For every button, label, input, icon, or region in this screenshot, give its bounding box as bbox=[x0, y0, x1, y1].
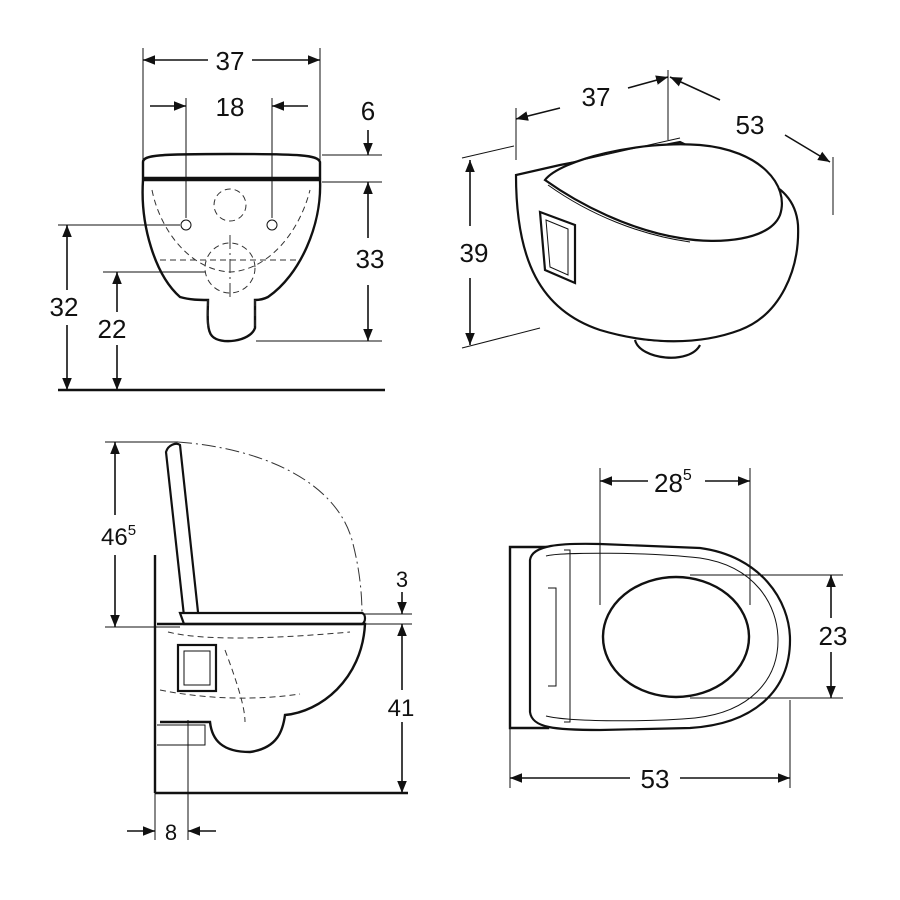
seat-gap-label: 3 bbox=[396, 567, 408, 592]
persp-height-label: 39 bbox=[460, 238, 489, 268]
front-view: 37 18 6 33 32 22 bbox=[50, 46, 385, 392]
total-depth-label: 53 bbox=[641, 764, 670, 794]
toilet-perspective bbox=[514, 137, 800, 359]
toilet-front-outline bbox=[141, 152, 322, 343]
lid-height-sup: 5 bbox=[128, 522, 136, 539]
outlet-height-label: 22 bbox=[98, 314, 127, 344]
fixing-spacing-label: 18 bbox=[216, 92, 245, 122]
seat-width-main: 28 bbox=[654, 468, 683, 498]
seat-opening bbox=[601, 575, 751, 699]
perspective-view: 37 53 39 bbox=[460, 70, 834, 359]
seat-width-label: 285 bbox=[654, 467, 692, 498]
toilet-top-outline bbox=[508, 542, 792, 732]
lid-height-main: 46 bbox=[101, 524, 128, 551]
seat-width-sup: 5 bbox=[683, 467, 692, 484]
opening-depth-label: 23 bbox=[819, 621, 848, 651]
top-view: 285 23 53 bbox=[508, 467, 848, 794]
side-view: 465 3 41 8 bbox=[101, 441, 415, 845]
fixing-height-label: 32 bbox=[50, 292, 79, 322]
lid-height-label: 465 bbox=[101, 522, 136, 551]
wall-offset-label: 8 bbox=[165, 820, 177, 845]
front-width-label: 37 bbox=[216, 46, 245, 76]
persp-depth-label: 53 bbox=[736, 110, 765, 140]
seat-thickness-label: 6 bbox=[361, 96, 375, 126]
persp-width-label: 37 bbox=[582, 82, 611, 112]
rim-height-label: 41 bbox=[388, 695, 415, 722]
body-height-label: 33 bbox=[356, 244, 385, 274]
toilet-side-outline bbox=[157, 442, 367, 754]
